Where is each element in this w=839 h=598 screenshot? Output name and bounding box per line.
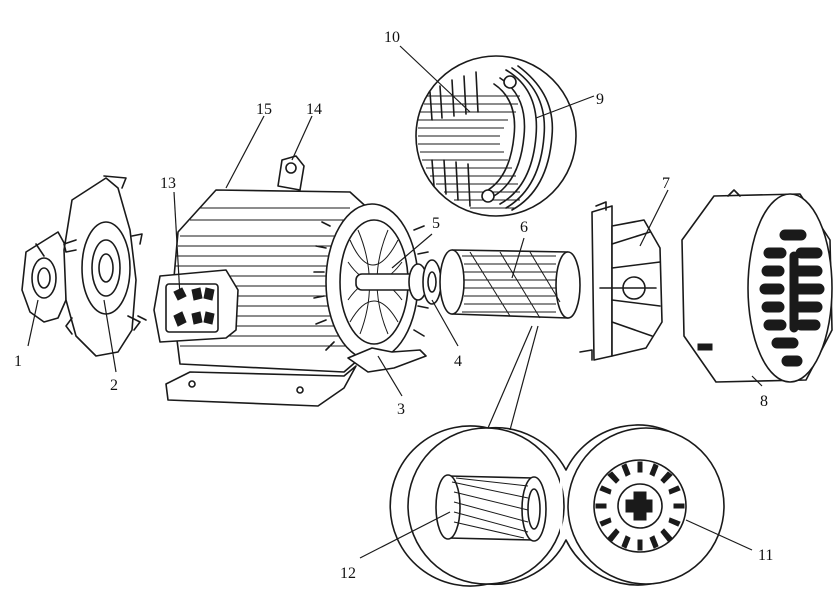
label-11: 11 xyxy=(758,547,773,564)
part-7-fan xyxy=(579,201,663,361)
label-5: 5 xyxy=(432,215,440,232)
winding-wires xyxy=(418,65,554,211)
label-1: 1 xyxy=(14,353,22,370)
housing-feet xyxy=(165,347,427,407)
detail-connectors xyxy=(487,325,539,431)
leader-lines xyxy=(27,45,763,559)
label-13: 13 xyxy=(160,175,176,192)
part-8-fan-cover xyxy=(681,189,833,383)
label-14: 14 xyxy=(306,101,322,118)
part-4-bearing xyxy=(408,259,442,305)
label-12: 12 xyxy=(340,565,356,582)
label-15: 15 xyxy=(256,101,272,118)
part-11-rotor-lamination xyxy=(593,459,687,553)
label-9: 9 xyxy=(596,91,604,108)
part-14-lifting-eye xyxy=(277,155,305,191)
label-7: 7 xyxy=(662,175,670,192)
fan-cover-vents xyxy=(759,229,825,367)
label-8: 8 xyxy=(760,393,768,410)
detail-rotor-parts xyxy=(389,424,725,587)
part-1-bearing-cap xyxy=(21,231,69,323)
label-2: 2 xyxy=(110,377,118,394)
part-13-terminal-box xyxy=(153,269,239,343)
label-10: 10 xyxy=(384,29,400,46)
detail-stator-winding xyxy=(415,55,577,217)
lamination-slots xyxy=(595,461,685,551)
part-6-rotor-core xyxy=(439,249,581,319)
label-3: 3 xyxy=(397,401,405,418)
part-2-end-shield xyxy=(63,175,147,357)
rotor-assembly xyxy=(355,249,581,319)
part-12-squirrel-cage xyxy=(435,474,547,542)
label-4: 4 xyxy=(454,353,462,370)
part-number-labels: 1 2 3 4 5 6 7 8 9 10 11 12 13 14 15 xyxy=(14,29,773,582)
label-6: 6 xyxy=(520,219,528,236)
